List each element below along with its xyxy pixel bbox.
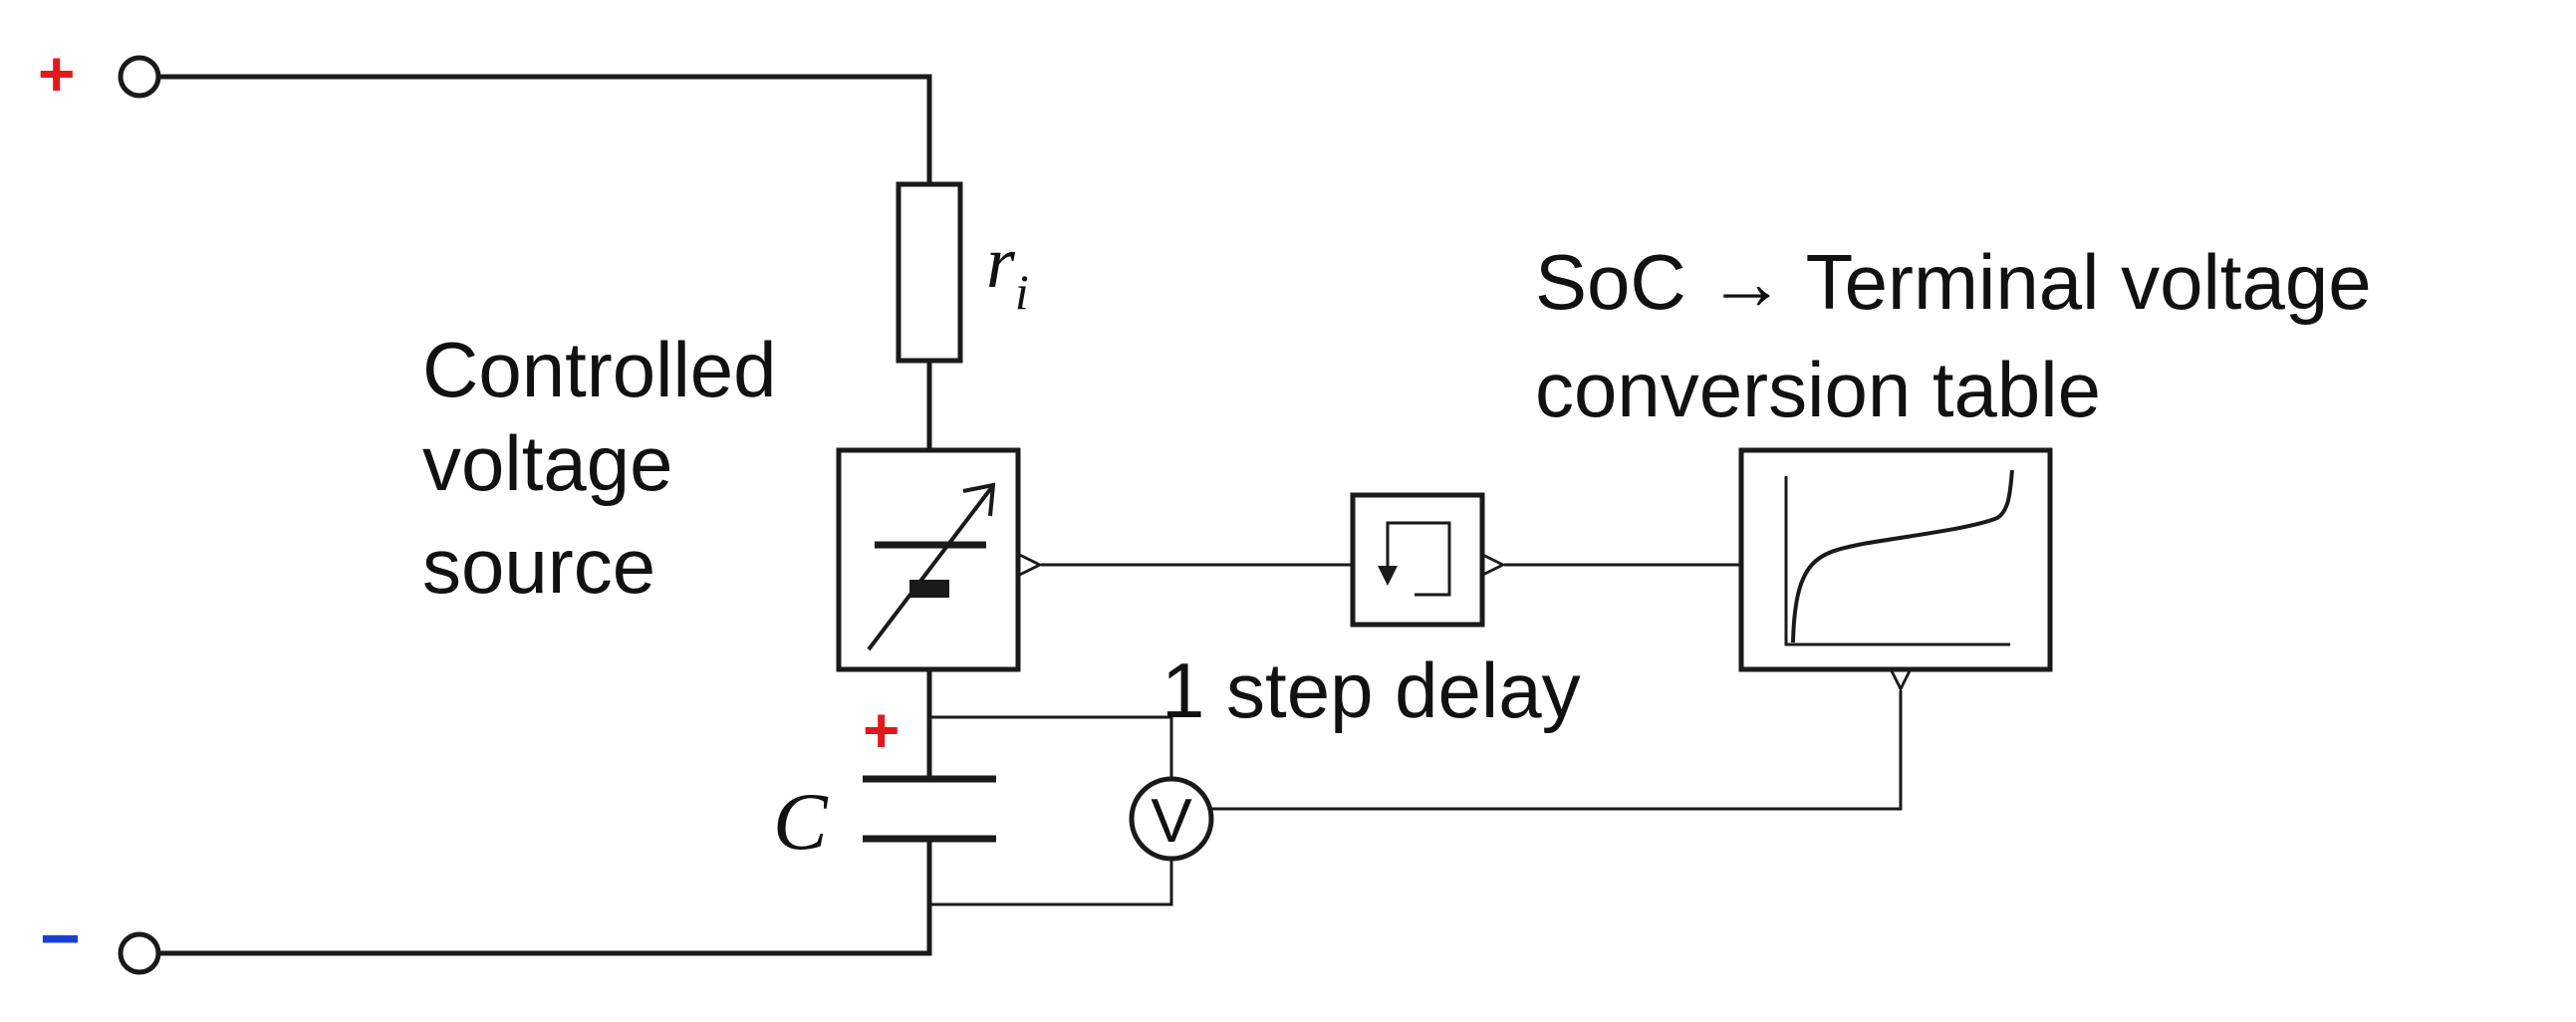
source-variable-arrow-line: [867, 486, 993, 651]
source-label-line2: voltage: [422, 419, 673, 507]
unit-delay-block: [1350, 492, 1485, 628]
capacitor-plus-sign: +: [863, 694, 900, 766]
resistor-symbol: r: [986, 222, 1016, 304]
source-label-line1: Controlled: [422, 326, 777, 413]
capacitor-label: C: [773, 776, 829, 867]
soc-curve-icon: [1784, 469, 2014, 646]
controlled-voltage-source-box: [836, 447, 1021, 672]
negative-terminal-sign: −: [40, 899, 81, 977]
voltmeter-bottom-lead: [929, 859, 1173, 906]
internal-resistor: [896, 181, 963, 364]
voltmeter-top-lead: [929, 715, 1173, 779]
resistor-label: ri: [986, 222, 1029, 320]
delay-label: 1 step delay: [1161, 646, 1581, 734]
source-label-line3: source: [422, 522, 655, 610]
bottom-wire: [155, 836, 932, 956]
positive-terminal: [118, 55, 161, 99]
signal-voltmeter-to-table: [1211, 690, 1901, 811]
unit-delay-icon: [1378, 521, 1451, 597]
top-wire: [155, 74, 932, 187]
positive-terminal-sign: +: [38, 38, 75, 110]
voltmeter-letter: V: [1151, 787, 1192, 856]
negative-terminal: [118, 931, 161, 975]
table-label-line2: conversion table: [1535, 346, 2101, 433]
resistor-subscript: i: [1015, 264, 1029, 320]
source-variable-arrowhead-icon: [962, 482, 996, 517]
table-label-line1: SoC → Terminal voltage: [1535, 238, 2372, 326]
voltmeter: [1129, 776, 1214, 862]
